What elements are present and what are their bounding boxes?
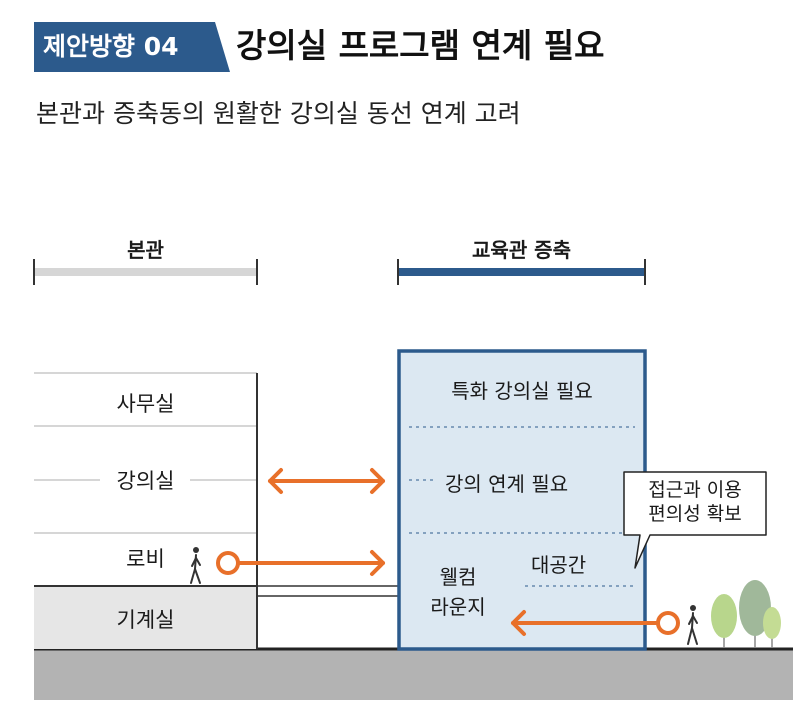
- tree-icon: [711, 594, 737, 648]
- main-building-label: 본관: [127, 238, 164, 262]
- section-badge: 제안방향 04: [34, 22, 230, 72]
- walking-person-icon: [687, 605, 698, 645]
- lecture-link-arrow: [268, 468, 385, 494]
- walking-person-icon: [190, 547, 201, 584]
- floor-label-lecture-room: 강의실: [116, 469, 175, 493]
- connector-bridge: [257, 585, 398, 597]
- callout-line2: 편의성 확보: [648, 503, 742, 525]
- tree-icon: [763, 607, 781, 648]
- floor-label-office: 사무실: [116, 392, 175, 416]
- annex-row-special-lecture: 특화 강의실 필요: [451, 379, 593, 403]
- entrance-arrow: [511, 610, 680, 636]
- welcome-lounge-line1: 웰컴: [439, 565, 477, 589]
- tree-icon: [739, 580, 771, 648]
- annex-building: [397, 349, 647, 651]
- floor-label-mechanical-room: 기계실: [116, 608, 175, 632]
- floor-label-lobby: 로비: [126, 547, 165, 571]
- page-title: 강의실 프로그램 연계 필요: [236, 26, 605, 65]
- ground-strip: [34, 650, 793, 700]
- large-space-label: 대공간: [531, 553, 587, 577]
- annex-bracket: [397, 259, 646, 285]
- page-subtitle: 본관과 증축동의 원활한 강의실 동선 연계 고려: [36, 99, 521, 128]
- mechanical-room-fill: [34, 586, 257, 649]
- lobby-link-arrow: [216, 550, 385, 576]
- main-building-bracket: [33, 259, 258, 285]
- annex-row-lecture-link: 강의 연계 필요: [445, 472, 569, 496]
- callout-bubble: [623, 471, 767, 569]
- annex-label: 교육관 증축: [472, 238, 571, 262]
- main-building: [34, 372, 258, 649]
- welcome-lounge-line2: 라운지: [430, 595, 486, 619]
- callout-line1: 접근과 이용: [648, 479, 742, 501]
